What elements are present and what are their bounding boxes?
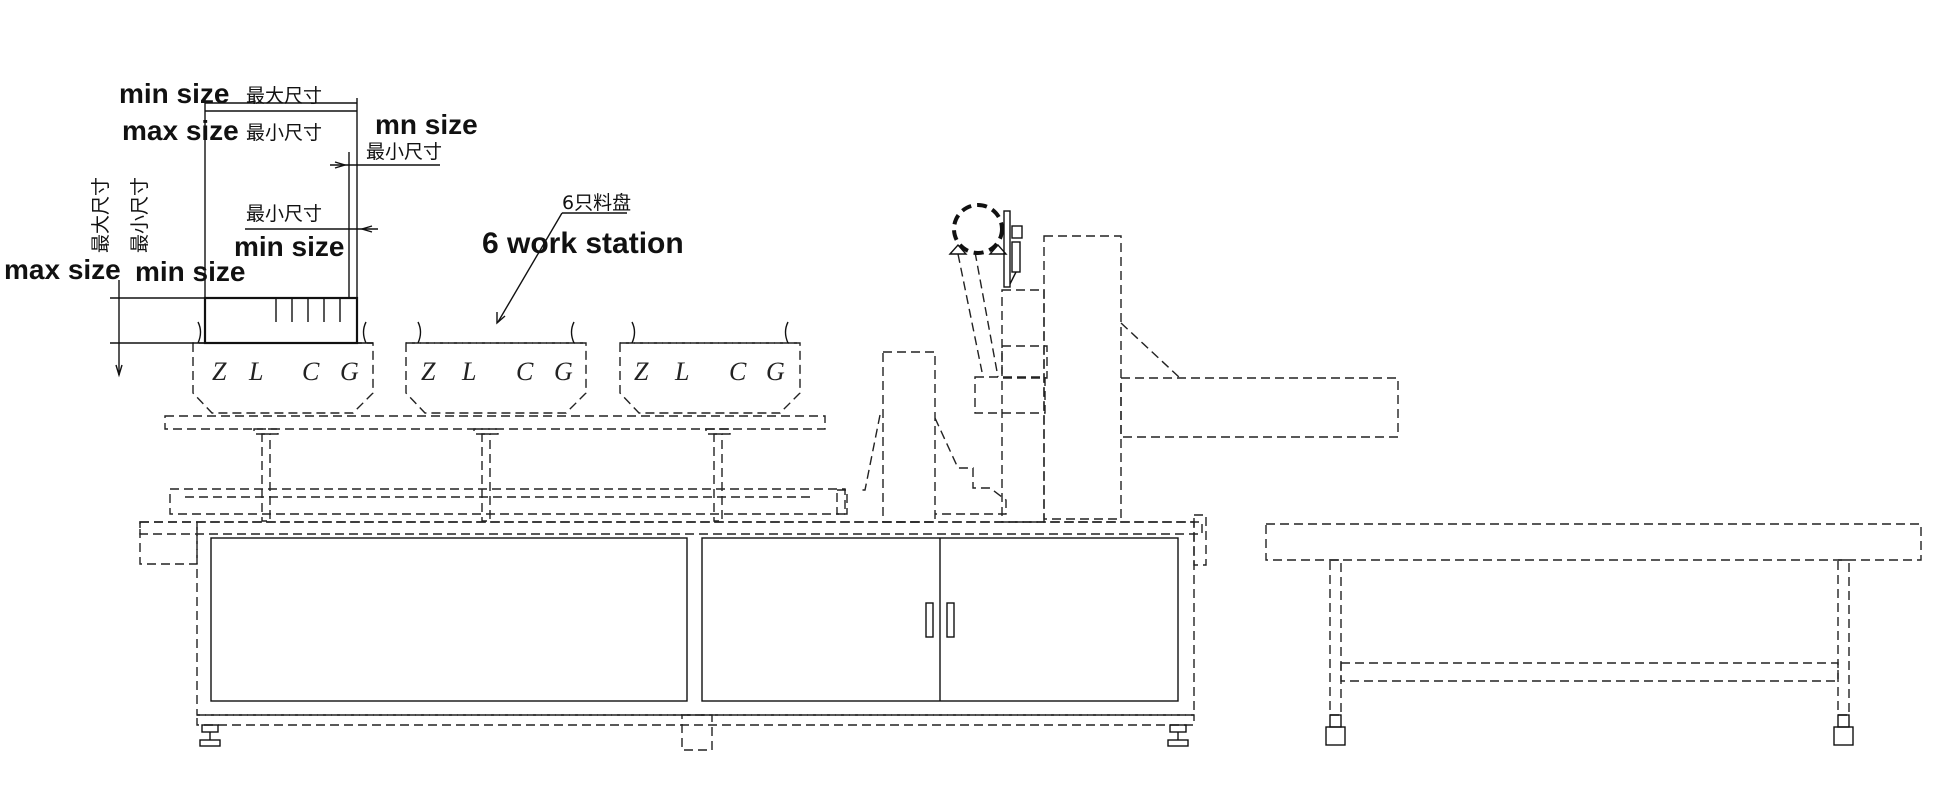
label-cn-min-2: 最小尺寸 [246, 122, 322, 144]
label-left-min-size: min size [135, 256, 245, 287]
label-cn-min-right: 最小尺寸 [366, 141, 442, 163]
pick-head-arm [957, 251, 1048, 523]
tray-platform [164, 415, 826, 430]
tall-housing [1043, 235, 1399, 520]
lower-rail [169, 488, 848, 515]
right-table [1265, 523, 1922, 746]
tray-letter: C [516, 357, 534, 386]
label-cn-min-mid: 最小尺寸 [246, 203, 322, 225]
tray-letter: Z [634, 357, 649, 386]
label-left-max-size: max size [4, 254, 121, 285]
label-top-cn-max: 最大尺寸 [246, 85, 322, 107]
tray-3-letters: Z L C G [634, 357, 785, 386]
tray-letter: G [554, 357, 573, 386]
tray-letter: G [340, 357, 359, 386]
support-posts [253, 428, 731, 522]
main-cabinet [139, 514, 1207, 751]
tray-letter: G [766, 357, 785, 386]
label-work-station-cn: 6只料盘 [562, 192, 631, 214]
tray-letter: L [461, 357, 476, 386]
label-min-size-mid: min size [234, 231, 344, 262]
leader-arrow [496, 212, 627, 325]
tray-letter: C [302, 357, 320, 386]
label-top-min-size: min size [119, 78, 229, 109]
center-column [858, 351, 1007, 523]
label-max-size-2: max size [122, 115, 239, 146]
tray-letter: C [729, 357, 747, 386]
cabinet-feet [199, 724, 1189, 747]
label-vert-cn-max: 最大尺寸 [90, 177, 112, 253]
label-vert-cn-min: 最小尺寸 [129, 177, 151, 253]
tray-3 [619, 321, 801, 414]
tray-1-letters: Z L C G [212, 357, 359, 386]
tray-letter: Z [212, 357, 227, 386]
tray-letter: Z [421, 357, 436, 386]
dimension-lines [110, 98, 440, 378]
tray-letter: L [248, 357, 263, 386]
tray-2-letters: Z L C G [421, 357, 573, 386]
tray-letter: L [674, 357, 689, 386]
product-box [203, 296, 359, 345]
label-mn-size: mn size [375, 109, 478, 140]
tray-2 [405, 321, 587, 414]
rotary-head [948, 203, 1023, 288]
label-work-station-en: 6 work station [482, 227, 684, 260]
